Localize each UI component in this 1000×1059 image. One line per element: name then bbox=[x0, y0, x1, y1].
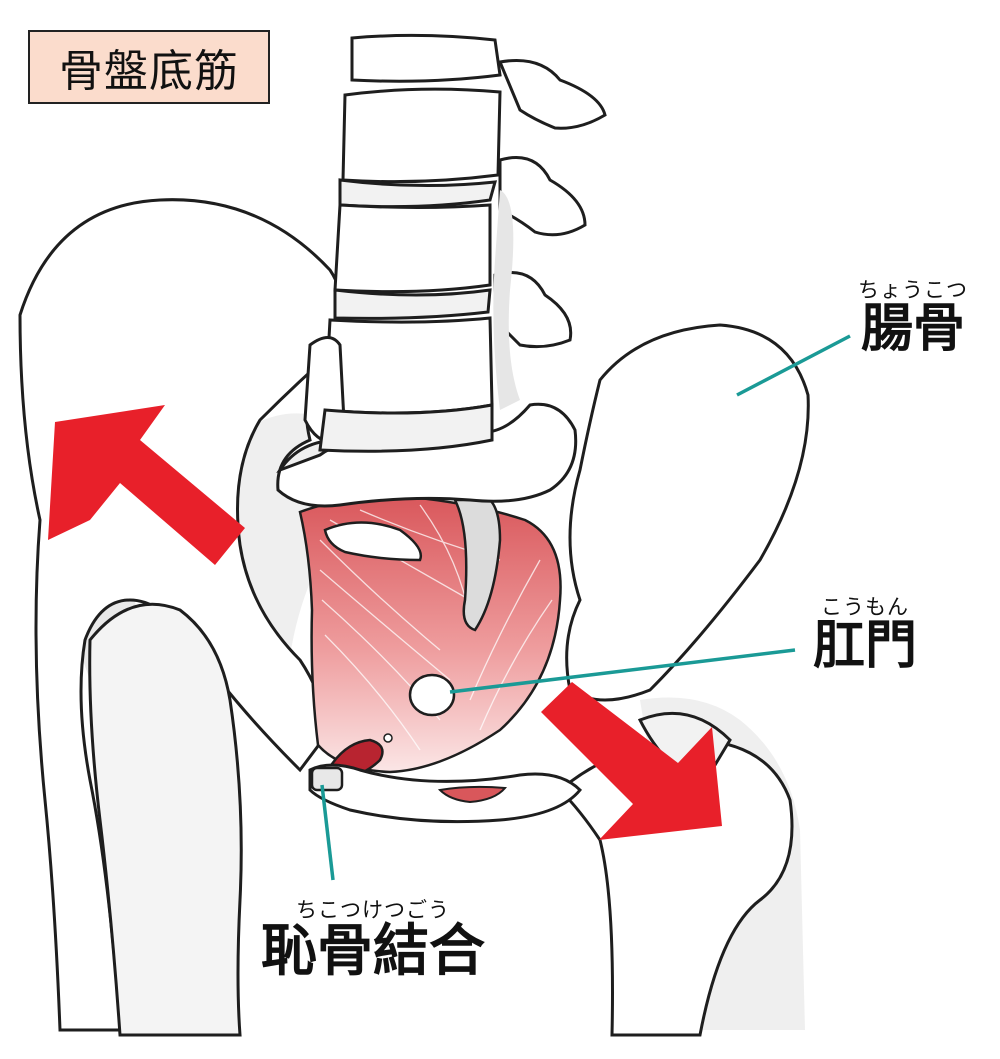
spinal-canal-shadow bbox=[493, 190, 520, 410]
label-pubic-symphysis: ちこつけつごう 恥骨結合 bbox=[238, 900, 508, 983]
label-ilium-text: 腸骨 bbox=[860, 299, 965, 359]
lumbar-spine bbox=[303, 33, 607, 453]
label-pubic-symphysis-text: 恥骨結合 bbox=[261, 919, 485, 984]
label-anus: こうもん 肛門 bbox=[790, 597, 940, 675]
leader-symphysis bbox=[320, 784, 335, 881]
anus-opening bbox=[408, 673, 456, 717]
obturator-opening bbox=[323, 521, 423, 562]
label-anus-ruby: こうもん bbox=[821, 595, 909, 619]
diagram-title: 骨盤底筋 bbox=[59, 46, 239, 97]
small-opening bbox=[383, 733, 393, 743]
coccyx bbox=[452, 498, 502, 632]
label-pubic-symphysis-ruby: ちこつけつごう bbox=[296, 898, 450, 922]
pubic-muscle-strip bbox=[437, 785, 507, 804]
outward-arrows bbox=[48, 405, 722, 840]
leader-lines bbox=[320, 334, 851, 881]
label-ilium: ちょうこつ 腸骨 bbox=[838, 280, 988, 358]
label-ilium-ruby: ちょうこつ bbox=[858, 278, 968, 302]
arrow-lower-right bbox=[541, 682, 722, 840]
leader-anus bbox=[449, 648, 796, 694]
title-box: 骨盤底筋 bbox=[28, 30, 270, 104]
leader-ilium bbox=[736, 334, 851, 397]
left-femur bbox=[88, 602, 243, 1037]
label-anus-text: 肛門 bbox=[812, 616, 917, 676]
right-ilium bbox=[565, 323, 810, 702]
arrow-upper-left bbox=[48, 405, 245, 565]
symphysis-cartilage bbox=[310, 766, 344, 792]
